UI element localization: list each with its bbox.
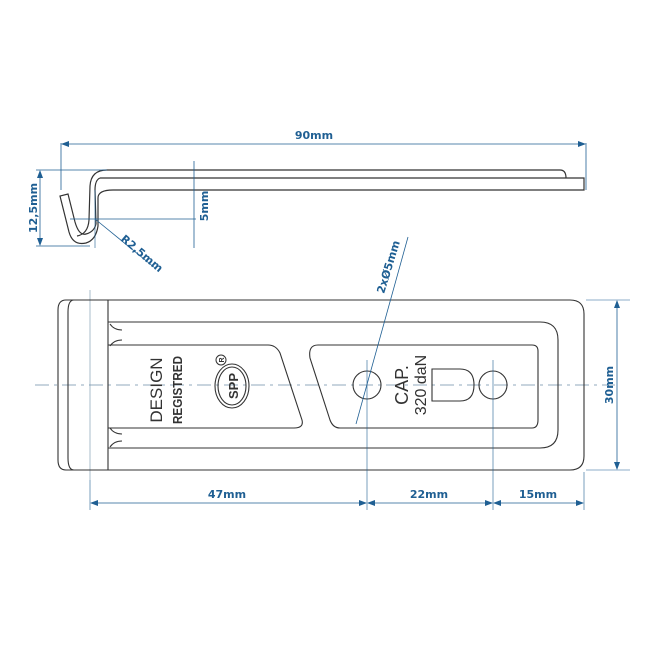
dim-label-holes: 2xØ5mm <box>374 239 402 295</box>
dim-offset: 5mm <box>70 161 211 248</box>
logo-spp: SPP <box>226 373 241 399</box>
dim-hook-height: 12,5mm <box>27 169 107 247</box>
registered-mark: R <box>215 354 227 366</box>
top-view: DESIGN REGISTRED R SPP CAP. 320 daN 2xØ5… <box>35 236 630 510</box>
dim-label-r2-5: R2,5mm <box>118 232 165 275</box>
engraving-registred: REGISTRED <box>170 356 185 424</box>
plate-outline <box>57 299 585 471</box>
dim-label-47: 47mm <box>208 488 246 501</box>
dim-width: 30mm <box>586 299 630 471</box>
dim-label-5: 5mm <box>198 191 211 222</box>
engraving-design: DESIGN <box>147 357 166 422</box>
side-profile <box>59 169 585 245</box>
dim-bend-radius: R2,5mm <box>94 190 165 275</box>
dim-label-22: 22mm <box>410 488 448 501</box>
dim-label-30: 30mm <box>603 366 616 404</box>
registered-mark-letter: R <box>219 357 226 362</box>
dim-label-15: 15mm <box>519 488 557 501</box>
dim-label-90: 90mm <box>295 129 333 142</box>
capacity-label: CAP. <box>392 365 412 405</box>
dim-chain: 47mm 22mm 15mm <box>89 360 585 510</box>
dim-overall-length: 90mm <box>60 129 587 190</box>
capacity-value: 320 daN <box>413 355 430 416</box>
dim-label-12-5: 12,5mm <box>27 183 40 233</box>
side-view: 90mm 12,5mm 5mm R2,5mm <box>27 129 587 275</box>
